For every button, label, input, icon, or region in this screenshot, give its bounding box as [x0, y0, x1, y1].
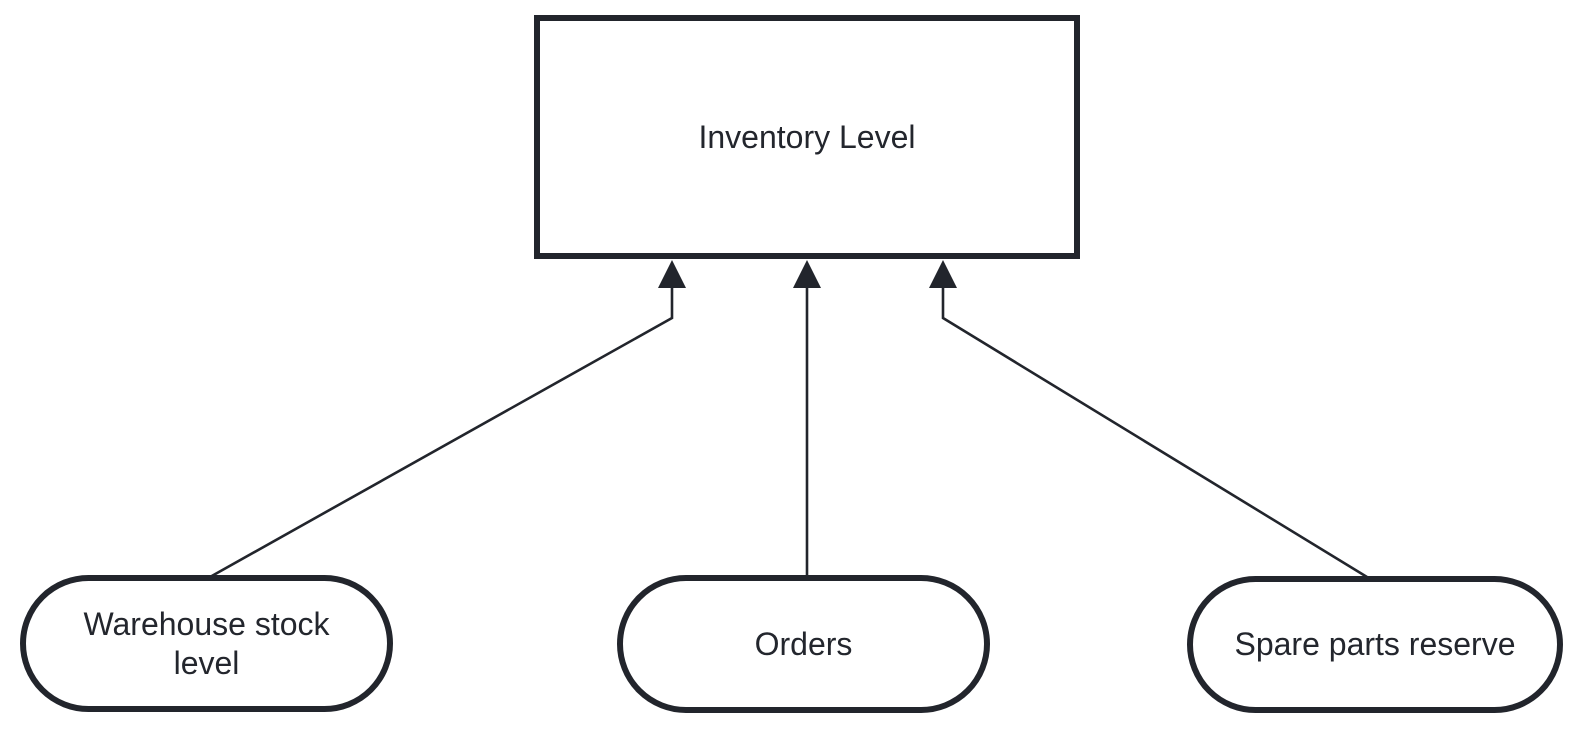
- edge-spare-parts-to-inventory: [929, 260, 1368, 579]
- node-inventory-level[interactable]: Inventory Level: [534, 15, 1080, 259]
- node-orders[interactable]: Orders: [617, 575, 990, 713]
- node-spare-parts-reserve[interactable]: Spare parts reserve: [1187, 576, 1563, 713]
- edge-warehouse-to-inventory: [209, 260, 686, 579]
- node-warehouse-stock-level[interactable]: Warehouse stock level: [20, 575, 393, 712]
- node-inventory-level-label: Inventory Level: [698, 118, 916, 155]
- arrowhead-orders-icon: [793, 260, 821, 288]
- arrowhead-spare-parts-icon: [929, 260, 957, 288]
- node-warehouse-stock-level-label: Warehouse stock level: [83, 606, 330, 681]
- node-spare-parts-reserve-label: Spare parts reserve: [1234, 626, 1516, 663]
- node-orders-label: Orders: [754, 625, 853, 662]
- arrowhead-warehouse-icon: [658, 260, 686, 288]
- edge-orders-to-inventory: [793, 260, 821, 575]
